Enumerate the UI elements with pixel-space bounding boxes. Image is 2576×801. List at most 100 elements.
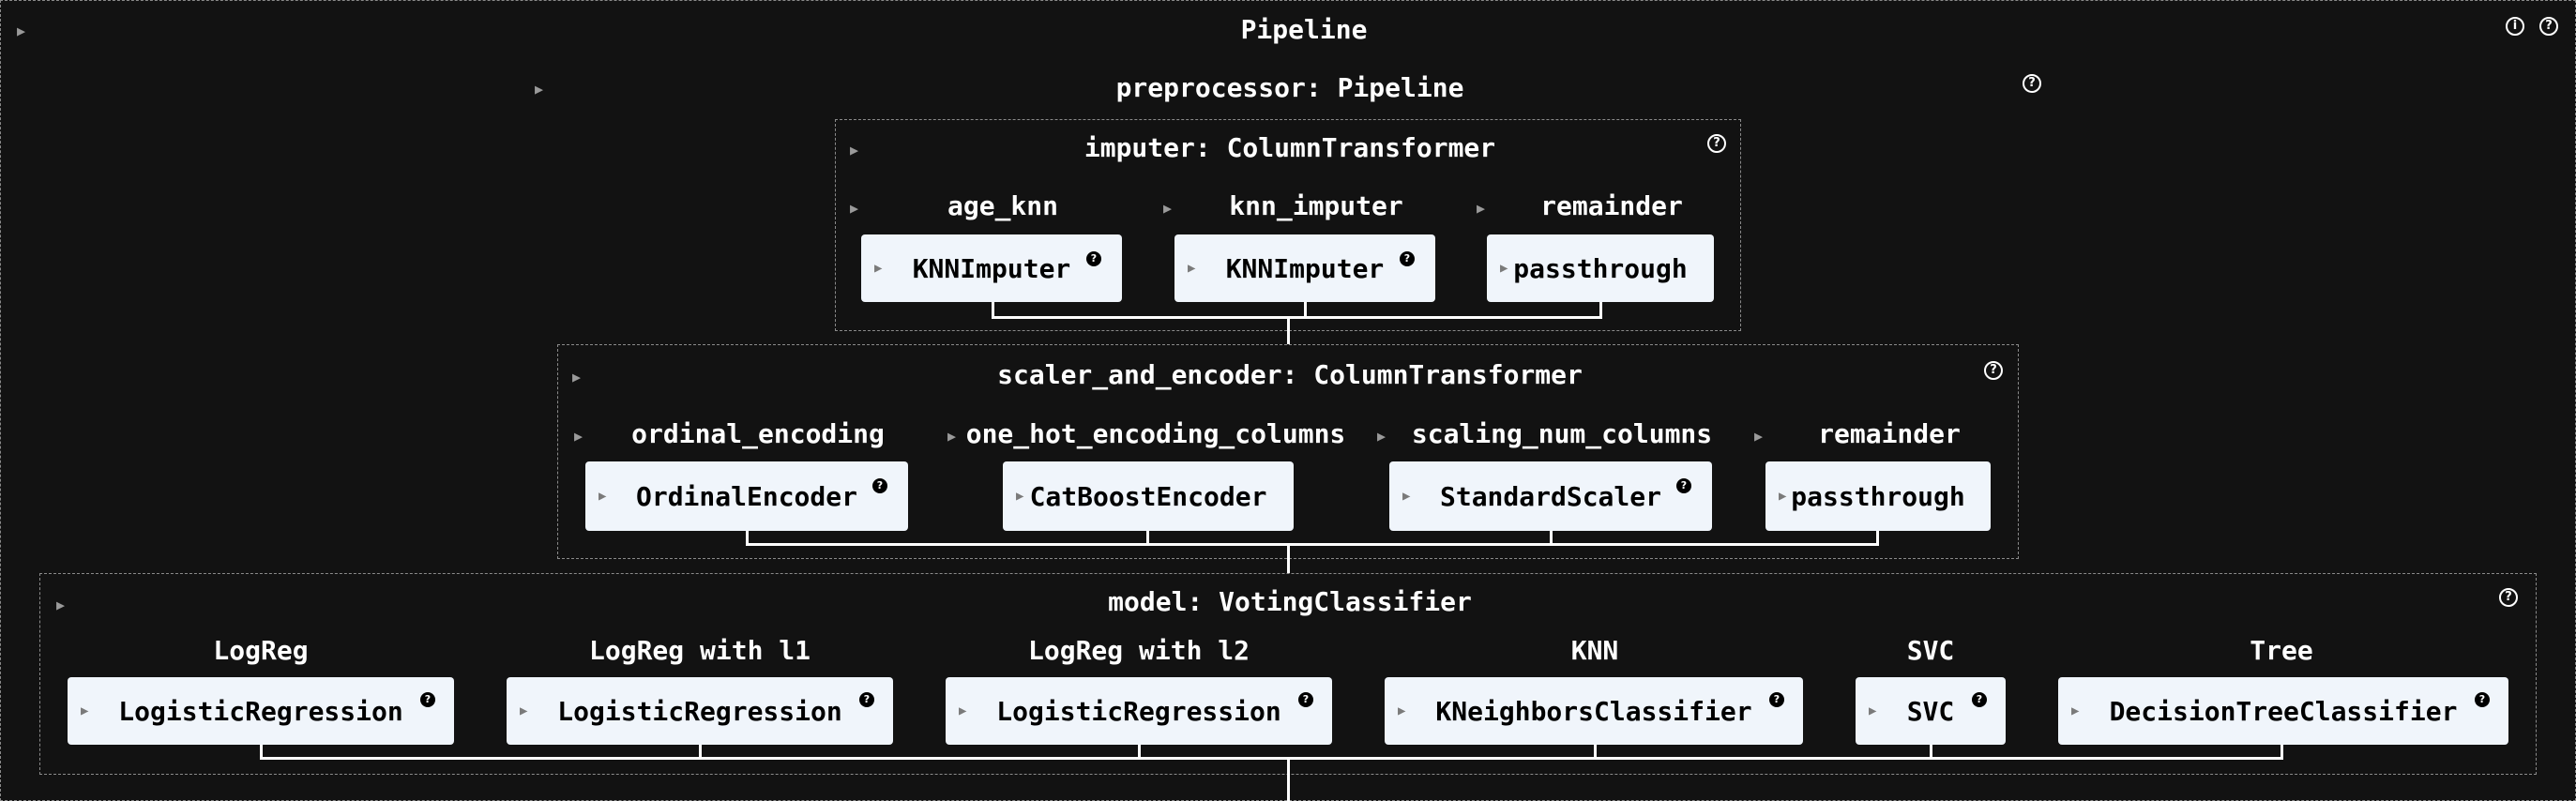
info-icon[interactable]: i [2506, 17, 2524, 36]
preprocessor-title[interactable]: preprocessor: Pipeline [1115, 72, 1464, 103]
preprocessor-help-icon[interactable]: ? [2023, 74, 2041, 93]
estimator-label: SVC [1906, 695, 1955, 727]
estimator-label: KNeighborsClassifier [1435, 695, 1752, 727]
estimator-box[interactable]: ▶ DecisionTreeClassifier ? [2058, 677, 2508, 745]
help-icon[interactable]: ? [1298, 692, 1313, 707]
estimator-box[interactable]: ▶ KNeighborsClassifier ? [1385, 677, 1803, 745]
estimator-box[interactable]: ▶ passthrough [1487, 234, 1714, 302]
imputer-expand-arrow[interactable]: ▶ [850, 142, 859, 159]
connector-line [260, 745, 263, 760]
connector-line [699, 745, 702, 760]
connector-line [1287, 757, 1290, 801]
pipeline-expand-arrow[interactable]: ▶ [17, 23, 26, 39]
help-icon[interactable]: ? [420, 692, 435, 707]
preprocessor-expand-arrow[interactable]: ▶ [535, 81, 544, 98]
help-icon[interactable]: ? [1086, 251, 1101, 266]
connector-line [1287, 316, 1290, 344]
connector-line [1594, 745, 1597, 760]
estimator-label: LogisticRegression [996, 695, 1281, 727]
help-icon[interactable]: ? [2539, 17, 2558, 36]
connector-line [1876, 531, 1879, 546]
scaler-expand-arrow[interactable]: ▶ [572, 369, 582, 385]
expand-arrow-icon: ▶ [1779, 489, 1787, 504]
estimator-box[interactable]: ▶ LogisticRegression ? [68, 677, 454, 745]
connector-line [992, 302, 994, 319]
connector-line [1930, 745, 1932, 760]
expand-arrow-icon: ▶ [1016, 489, 1024, 504]
expand-arrow-icon: ▶ [81, 703, 89, 718]
imputer-col-arrow[interactable]: ▶ [850, 200, 859, 217]
help-icon[interactable]: ? [2475, 692, 2490, 707]
help-icon[interactable]: ? [1676, 478, 1691, 493]
estimator-box[interactable]: ▶ KNNImputer ? [861, 234, 1122, 302]
scaler-col-label[interactable]: one_hot_encoding_columns [965, 418, 1346, 449]
expand-arrow-icon: ▶ [1402, 489, 1411, 504]
expand-arrow-icon: ▶ [2071, 703, 2080, 718]
model-estimator-label[interactable]: LogReg [213, 635, 309, 666]
expand-arrow-icon: ▶ [1398, 703, 1406, 718]
imputer-col-label[interactable]: remainder [1540, 190, 1683, 221]
imputer-col-label[interactable]: age_knn [947, 190, 1059, 221]
imputer-col-label[interactable]: knn_imputer [1229, 190, 1403, 221]
scaler-col-label[interactable]: scaling_num_columns [1411, 418, 1713, 449]
help-icon[interactable]: ? [872, 478, 887, 493]
help-icon[interactable]: ? [1769, 692, 1784, 707]
model-estimator-label[interactable]: SVC [1906, 635, 1955, 666]
model-estimator-label[interactable]: KNN [1570, 635, 1619, 666]
scaler-col-arrow[interactable]: ▶ [1754, 428, 1764, 445]
imputer-col-arrow[interactable]: ▶ [1477, 200, 1486, 217]
connector-line [746, 543, 1879, 546]
help-icon[interactable]: ? [859, 692, 874, 707]
scaler-title[interactable]: scaler_and_encoder: ColumnTransformer [997, 359, 1583, 390]
estimator-label: OrdinalEncoder [635, 480, 857, 512]
help-icon[interactable]: ? [1972, 692, 1987, 707]
model-help-icon[interactable]: ? [2499, 588, 2518, 607]
scaler-col-arrow[interactable]: ▶ [1377, 428, 1386, 445]
estimator-box[interactable]: ▶ LogisticRegression ? [946, 677, 1332, 745]
model-estimator-label[interactable]: LogReg with l1 [588, 635, 811, 666]
help-icon[interactable]: ? [1400, 251, 1415, 266]
estimator-label: KNNImputer [912, 252, 1071, 284]
estimator-label: passthrough [1513, 252, 1688, 284]
expand-arrow-icon: ▶ [874, 261, 883, 276]
expand-arrow-icon: ▶ [959, 703, 967, 718]
estimator-box[interactable]: ▶ LogisticRegression ? [507, 677, 893, 745]
expand-arrow-icon: ▶ [1188, 261, 1196, 276]
pipeline-title[interactable]: Pipeline [1240, 14, 1368, 45]
estimator-box[interactable]: ▶ StandardScaler ? [1389, 461, 1712, 531]
estimator-box[interactable]: ▶ CatBoostEncoder [1003, 461, 1294, 531]
connector-line [2281, 745, 2283, 760]
connector-line [746, 531, 749, 546]
scaler-col-label[interactable]: ordinal_encoding [631, 418, 885, 449]
model-expand-arrow[interactable]: ▶ [56, 597, 66, 613]
imputer-help-icon[interactable]: ? [1707, 134, 1726, 153]
model-estimator-label[interactable]: LogReg with l2 [1027, 635, 1250, 666]
estimator-label: passthrough [1791, 480, 1965, 512]
connector-line [1138, 745, 1141, 760]
estimator-label: KNNImputer [1225, 252, 1385, 284]
expand-arrow-icon: ▶ [520, 703, 528, 718]
estimator-box[interactable]: ▶ KNNImputer ? [1174, 234, 1435, 302]
model-estimator-label[interactable]: Tree [2250, 635, 2313, 666]
estimator-label: LogisticRegression [557, 695, 842, 727]
estimator-label: StandardScaler [1439, 480, 1661, 512]
imputer-col-arrow[interactable]: ▶ [1163, 200, 1173, 217]
estimator-box[interactable]: ▶ OrdinalEncoder ? [585, 461, 908, 531]
estimator-label: DecisionTreeClassifier [2109, 695, 2458, 727]
scaler-col-arrow[interactable]: ▶ [574, 428, 583, 445]
estimator-label: CatBoostEncoder [1029, 480, 1267, 512]
connector-line [1550, 531, 1553, 546]
expand-arrow-icon: ▶ [1869, 703, 1877, 718]
scaler-help-icon[interactable]: ? [1984, 361, 2003, 380]
model-title[interactable]: model: VotingClassifier [1108, 586, 1472, 617]
expand-arrow-icon: ▶ [599, 489, 607, 504]
connector-line [1304, 302, 1307, 319]
connector-line [1146, 531, 1149, 546]
estimator-box[interactable]: ▶ passthrough [1765, 461, 1991, 531]
imputer-title[interactable]: imputer: ColumnTransformer [1083, 132, 1496, 163]
estimator-box[interactable]: ▶ SVC ? [1856, 677, 2006, 745]
connector-line [1599, 302, 1602, 319]
scaler-col-arrow[interactable]: ▶ [947, 428, 957, 445]
connector-line [1287, 543, 1290, 573]
scaler-col-label[interactable]: remainder [1818, 418, 1961, 449]
